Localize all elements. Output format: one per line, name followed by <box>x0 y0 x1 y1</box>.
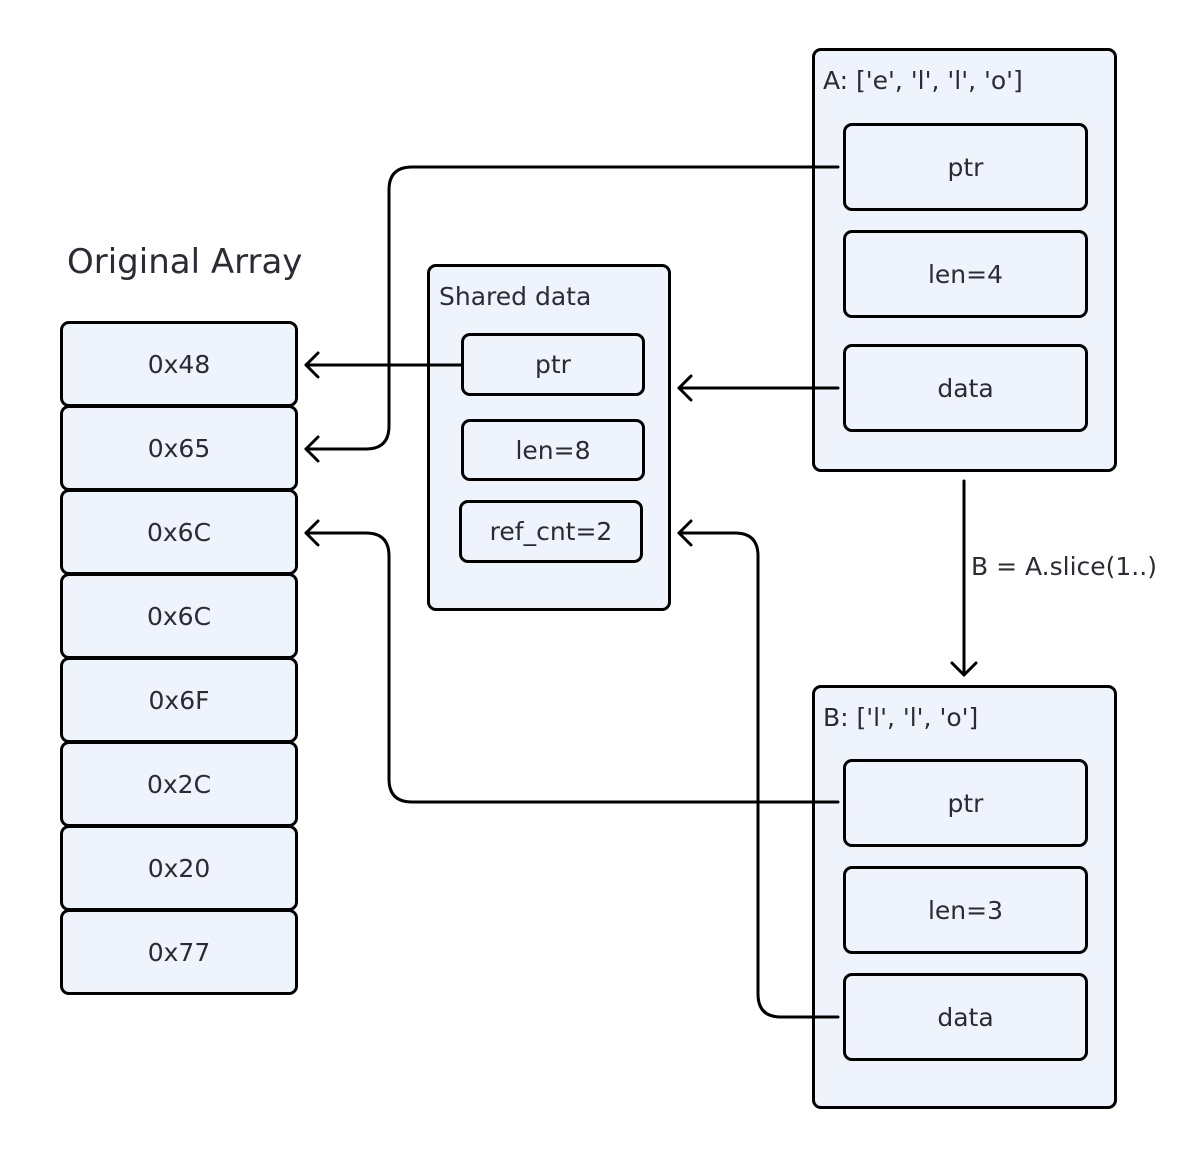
array-cell-2: 0x6C <box>60 489 298 575</box>
arrowhead-cell-0 <box>304 351 320 379</box>
arrowhead-shared-from-b <box>677 519 693 547</box>
struct-a-len-field: len=4 <box>843 230 1088 318</box>
struct-b-label: B: ['l', 'l', 'o'] <box>823 703 979 732</box>
array-cell-5: 0x2C <box>60 741 298 827</box>
array-cell-1: 0x65 <box>60 405 298 491</box>
shared-len-field: len=8 <box>461 419 645 481</box>
struct-a-ptr-field: ptr <box>843 123 1088 211</box>
arrowhead-struct-b <box>950 661 978 677</box>
arrowhead-cell-2 <box>304 519 320 547</box>
arrowhead-shared-from-a <box>677 374 693 402</box>
array-cell-6: 0x20 <box>60 825 298 911</box>
struct-b-len-field: len=3 <box>843 866 1088 954</box>
array-cell-3: 0x6C <box>60 573 298 659</box>
struct-a-label: A: ['e', 'l', 'l', 'o'] <box>823 66 1023 95</box>
array-cell-4: 0x6F <box>60 657 298 743</box>
shared-data-label: Shared data <box>439 282 592 311</box>
arrowhead-cell-1 <box>304 435 320 463</box>
struct-b-data-field: data <box>843 973 1088 1061</box>
struct-b-ptr-field: ptr <box>843 759 1088 847</box>
shared-refcnt-field: ref_cnt=2 <box>459 500 643 563</box>
slice-edge-label: B = A.slice(1..) <box>971 552 1157 581</box>
array-cell-7: 0x77 <box>60 909 298 995</box>
array-cell-0: 0x48 <box>60 321 298 407</box>
shared-ptr-field: ptr <box>461 333 645 396</box>
original-array-title: Original Array <box>67 242 303 282</box>
struct-a-data-field: data <box>843 344 1088 432</box>
